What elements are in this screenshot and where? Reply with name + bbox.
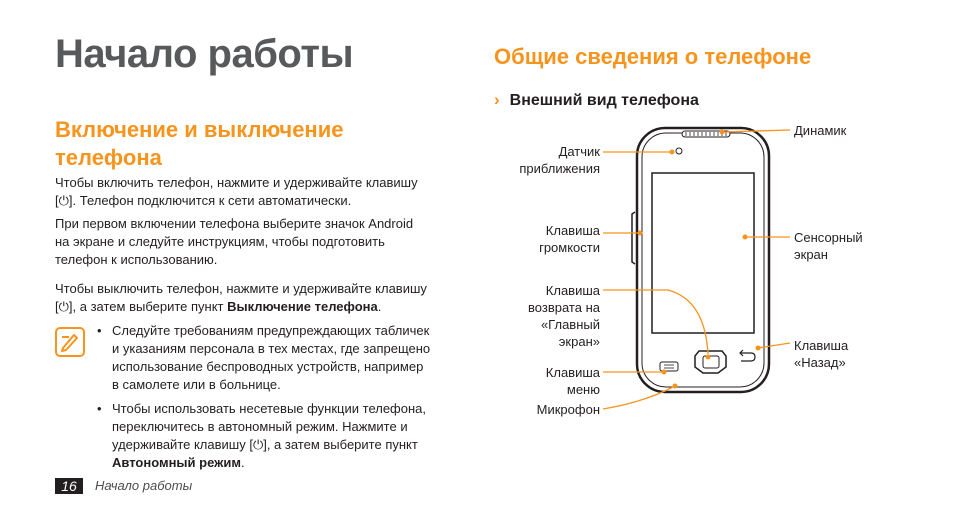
menu-option-name: Выключение телефона: [227, 299, 378, 314]
label-line: «Назад»: [794, 355, 846, 370]
bullet-dot: •: [97, 401, 102, 416]
text-line: Следуйте требованиям предупреждающих таб…: [112, 323, 430, 338]
text-span: .: [240, 455, 245, 470]
label-touch-screen: Сенсорный экран: [794, 229, 863, 263]
label-speaker: Динамик: [794, 122, 846, 139]
label-line: экран»: [558, 334, 600, 349]
menu-option-name: Автономный режим: [112, 455, 241, 470]
text-line: Чтобы использовать несетевые функции тел…: [112, 401, 426, 416]
sub-heading-appearance: › Внешний вид телефона: [494, 90, 699, 110]
speaker-holes: [685, 132, 727, 136]
page-number: 16: [55, 478, 83, 494]
text-line: и указаниям персонала в тех местах, где …: [112, 341, 431, 356]
proximity-sensor: [675, 147, 683, 155]
text-line: телефон к использованию.: [55, 252, 218, 267]
leader-lines: [602, 129, 791, 410]
chapter-title: Начало работы: [55, 32, 354, 76]
text-line: Чтобы выключить телефон, нажмите и удерж…: [55, 281, 427, 296]
text-line: [⏻], а затем выберите пункт Выключение т…: [55, 298, 455, 316]
paragraph-power-on: Чтобы включить телефон, нажмите и удержи…: [55, 174, 455, 210]
label-line: меню: [566, 382, 600, 397]
section-title-overview: Общие сведения о телефоне: [494, 44, 812, 69]
leader-home: [603, 289, 709, 355]
home-key-shape: [694, 350, 727, 374]
text-line: Чтобы включить телефон, нажмите и удержи…: [55, 175, 418, 190]
note-bullet-1: • Следуйте требованиям предупреждающих т…: [97, 322, 459, 394]
leader-speaker: [721, 129, 791, 133]
text-line: переключитесь в автономный режим. Нажмит…: [112, 419, 408, 434]
text-line: на экране и следуйте инструкциям, чтобы …: [55, 234, 385, 249]
label-line: Клавиша: [545, 283, 600, 298]
note-bullet-2: • Чтобы использовать несетевые функции т…: [97, 400, 459, 472]
label-line: экран: [794, 247, 828, 262]
text-span: [⏻], а затем выберите пункт: [55, 299, 228, 314]
text-span: .: [377, 299, 382, 314]
leader-mic: [602, 385, 676, 410]
leader-dots: [637, 129, 761, 389]
label-line: приближения: [519, 161, 600, 176]
label-line: возврата на: [528, 300, 600, 315]
note-pencil-icon-graphic: [61, 334, 78, 352]
paragraph-first-start: При первом включении телефона выберите з…: [55, 215, 455, 269]
label-line: Микрофон: [536, 402, 600, 417]
touch-screen: [651, 172, 755, 334]
label-line: Датчик: [558, 144, 600, 159]
label-volume-key: Клавиша громкости: [490, 222, 600, 256]
label-proximity-sensor: Датчик приближения: [490, 143, 600, 177]
text-line: [⏻]. Телефон подключится к сети автомати…: [55, 193, 352, 208]
menu-key-shape: [659, 361, 679, 372]
text-line: При первом включении телефона выберите з…: [55, 216, 414, 231]
footer-chapter-title: Начало работы: [95, 478, 193, 493]
text-line: Автономный режим.: [112, 454, 459, 472]
bullet-dot: •: [97, 323, 102, 338]
text-line: в самолете или в больнице.: [112, 377, 281, 392]
section-title-power: Включение и выключение телефона: [55, 117, 344, 170]
text-line: использование беспроводных устройств, на…: [112, 359, 424, 374]
back-key-shape: [740, 352, 756, 362]
volume-key: [631, 211, 636, 265]
note-pencil-icon: [55, 327, 85, 357]
label-line: «Главный: [540, 317, 600, 332]
label-home-key: Клавиша возврата на «Главный экран»: [490, 282, 600, 350]
sub-heading-text: Внешний вид телефона: [509, 92, 699, 109]
text-line: удерживайте клавишу [⏻], а затем выберит…: [112, 437, 418, 452]
paragraph-power-off: Чтобы выключить телефон, нажмите и удерж…: [55, 280, 455, 316]
label-line: Клавиша: [545, 223, 600, 238]
label-microphone: Микрофон: [490, 401, 600, 418]
chevron-right-icon: ›: [494, 90, 500, 109]
label-line: Клавиша: [794, 338, 849, 353]
label-line: громкости: [539, 240, 600, 255]
label-line: Сенсорный: [794, 230, 863, 245]
label-line: Динамик: [794, 123, 847, 138]
label-line: Клавиша: [545, 365, 600, 380]
label-menu-key: Клавиша меню: [490, 364, 600, 398]
leader-back: [757, 342, 791, 349]
label-back-key: Клавиша «Назад»: [794, 337, 848, 371]
